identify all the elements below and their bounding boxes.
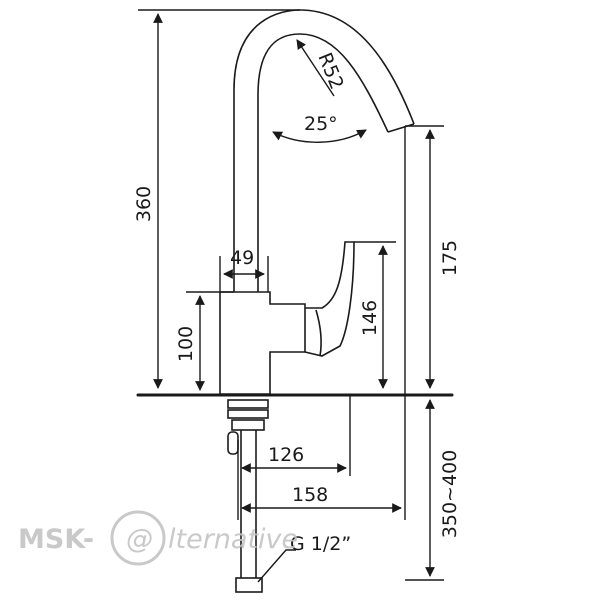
label-25deg: 25° [304, 113, 338, 135]
watermark-suffix: lternative [168, 524, 298, 555]
connector-nut-3 [231, 419, 265, 431]
inlet-tube [227, 431, 239, 455]
spout-outer-line [233, 9, 415, 292]
label-158: 158 [292, 484, 328, 506]
radius-arrow [296, 39, 335, 97]
watermark-circle [110, 510, 166, 566]
label-126: 126 [268, 444, 304, 466]
thread-leader [257, 549, 296, 583]
label-360: 360 [133, 186, 155, 222]
dimension-lines [153, 13, 435, 583]
angle-arc [272, 129, 367, 143]
label-350-400: 350~400 [439, 450, 461, 538]
lever-handle [304, 241, 355, 357]
label-49: 49 [230, 247, 254, 269]
watermark-at-symbol: @ [126, 524, 153, 555]
label-175: 175 [439, 240, 461, 276]
watermark-brand: MSK- [18, 524, 94, 555]
faucet-body [219, 291, 306, 395]
extension-lines [138, 9, 444, 581]
watermark-logo: MSK- @ lternative [18, 510, 298, 566]
lever-inner-line [315, 309, 322, 357]
spout-tip [387, 123, 415, 133]
connector-nut-2 [227, 409, 269, 419]
hose-fitting [235, 577, 263, 593]
spout-inner-line [257, 33, 389, 292]
label-146: 146 [359, 300, 381, 336]
label-thread: G 1/2” [290, 533, 351, 555]
connector-nut-1 [227, 399, 269, 409]
label-100: 100 [175, 326, 197, 362]
